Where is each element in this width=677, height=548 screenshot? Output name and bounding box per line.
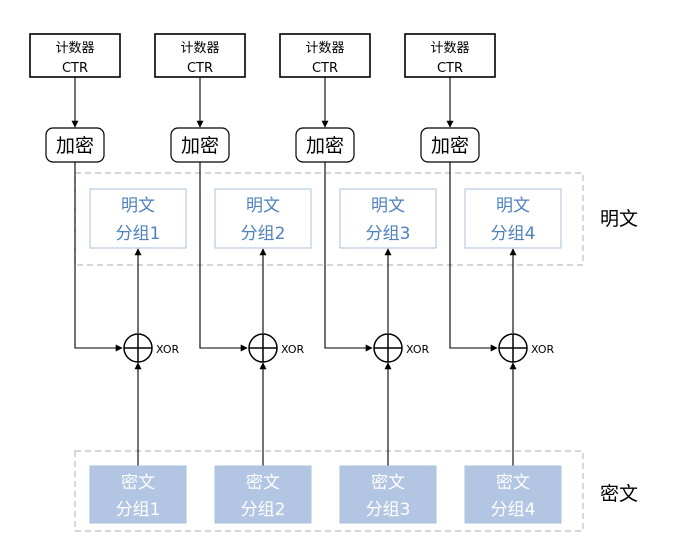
plaintext-block-index: 分组3	[366, 224, 411, 244]
ciphertext-block-label: 密文	[371, 473, 405, 493]
counter-box	[29, 33, 121, 78]
counter-label: 计数器	[305, 41, 344, 56]
plaintext-block	[339, 188, 437, 249]
xor-operator-icon	[373, 333, 403, 363]
xor-operator-icon	[123, 333, 153, 363]
xor-operator-icon	[498, 333, 528, 363]
xor-label: XOR	[531, 343, 554, 356]
ciphertext-block	[89, 465, 187, 524]
plaintext-block-index: 分组1	[116, 224, 161, 244]
ciphertext-block	[339, 465, 437, 524]
plaintext-block-label: 明文	[371, 196, 405, 216]
xor-label: XOR	[281, 343, 304, 356]
keystream-arrow	[74, 162, 123, 352]
ciphertext-side-label: 密文	[600, 483, 638, 505]
counter-box	[404, 33, 496, 78]
xor-label: XOR	[406, 343, 429, 356]
xor-operator-icon	[248, 333, 278, 363]
ciphertext-block	[214, 465, 312, 524]
counter-box	[279, 33, 371, 78]
plaintext-block-label: 明文	[246, 196, 280, 216]
keystream-arrow	[324, 162, 373, 352]
encrypt-label: 加密	[431, 135, 469, 157]
plaintext-block	[89, 188, 187, 249]
keystream-arrow	[449, 162, 498, 352]
ciphertext-block-label: 密文	[246, 473, 280, 493]
encrypt-label: 加密	[306, 135, 344, 157]
ciphertext-block	[464, 465, 562, 524]
plaintext-block-label: 明文	[496, 196, 530, 216]
plaintext-block-index: 分组2	[241, 224, 286, 244]
ciphertext-block-index: 分组1	[116, 500, 161, 520]
plaintext-block-label: 明文	[121, 196, 155, 216]
counter-box	[154, 33, 246, 78]
counter-ctr-label: CTR	[312, 61, 338, 76]
counter-label: 计数器	[180, 41, 219, 56]
plaintext-side-label: 明文	[600, 208, 638, 230]
counter-label: 计数器	[55, 41, 94, 56]
encrypt-label: 加密	[56, 135, 94, 157]
keystream-arrow	[199, 162, 248, 352]
plaintext-block-index: 分组4	[491, 224, 536, 244]
counter-ctr-label: CTR	[62, 61, 88, 76]
ciphertext-group-frame	[74, 450, 584, 532]
ciphertext-block-index: 分组4	[491, 500, 536, 520]
ciphertext-block-index: 分组2	[241, 500, 286, 520]
plaintext-block	[464, 188, 562, 249]
counter-label: 计数器	[430, 41, 469, 56]
counter-ctr-label: CTR	[437, 61, 463, 76]
plaintext-block	[214, 188, 312, 249]
encrypt-label: 加密	[181, 135, 219, 157]
counter-ctr-label: CTR	[187, 61, 213, 76]
columns-layer: 计数器CTR加密明文分组1XOR密文分组1计数器CTR加密明文分组2XOR密文分…	[29, 33, 562, 524]
ciphertext-block-label: 密文	[121, 473, 155, 493]
ciphertext-block-label: 密文	[496, 473, 530, 493]
xor-label: XOR	[156, 343, 179, 356]
ciphertext-block-index: 分组3	[366, 500, 411, 520]
